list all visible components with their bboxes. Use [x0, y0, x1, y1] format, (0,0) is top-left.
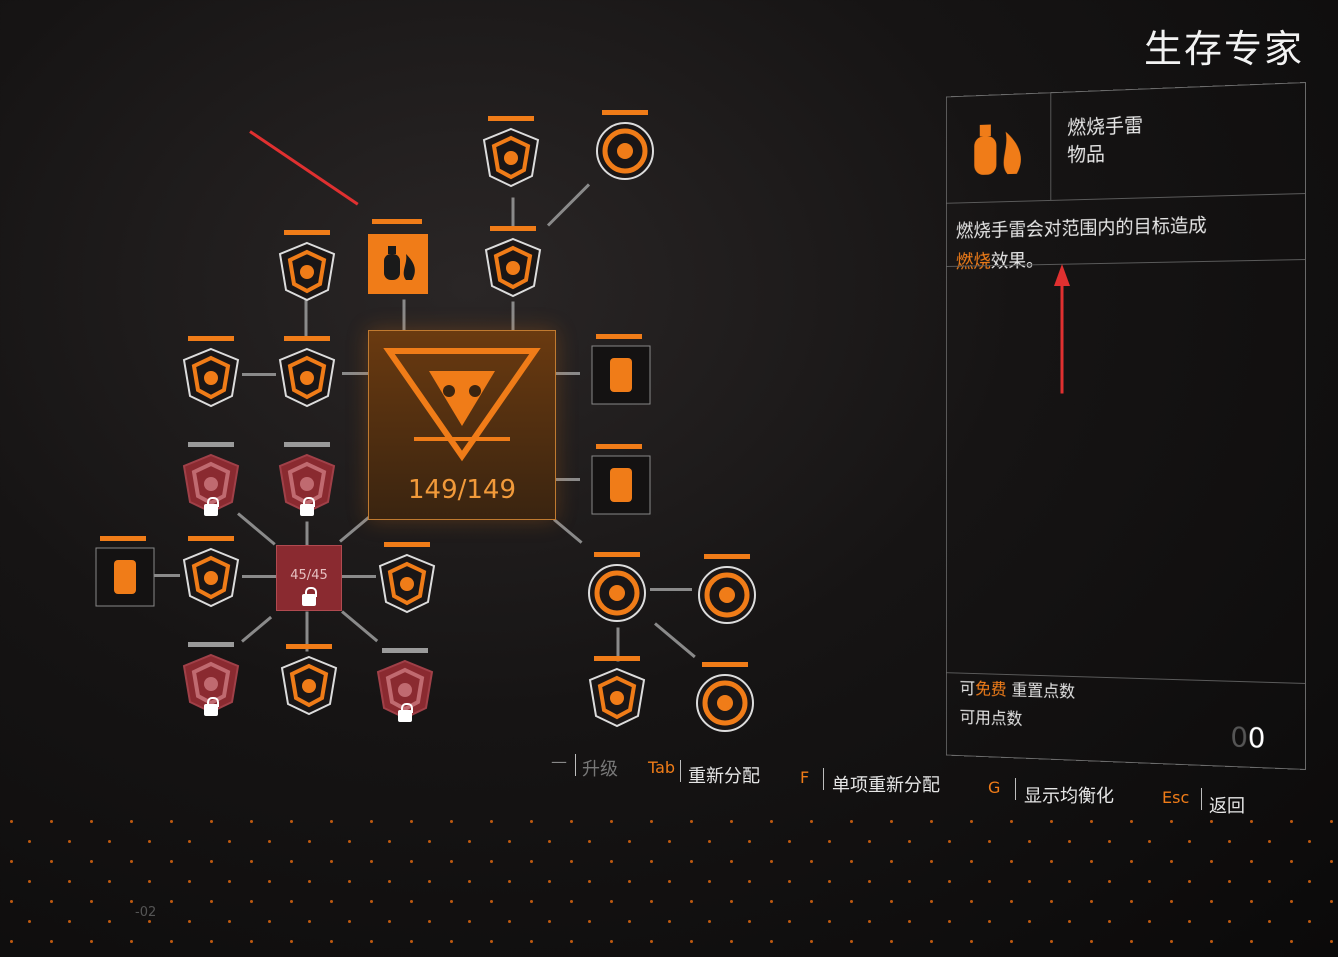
- node-locked-rifle-d[interactable]: [374, 658, 436, 722]
- lock-icon: [302, 587, 317, 606]
- minimap-marker: -02: [135, 905, 157, 920]
- node-shield[interactable]: [586, 562, 648, 624]
- upgrade-button[interactable]: 升级: [582, 759, 618, 780]
- panel-item-icon: [946, 93, 1052, 203]
- upgrade-key: —: [551, 752, 567, 771]
- balance-button[interactable]: 显示均衡化: [1024, 786, 1114, 807]
- node-shotgun[interactable]: [278, 654, 340, 716]
- node-medic-shield[interactable]: [482, 236, 544, 298]
- item-name: 燃烧手雷: [1067, 113, 1144, 140]
- single-respec-button[interactable]: 单项重新分配: [832, 775, 940, 796]
- free-reset-label: 可免费 重置点数: [959, 679, 1076, 703]
- panel-header: 燃烧手雷 物品: [946, 83, 1306, 204]
- single-respec-key: F: [800, 768, 810, 787]
- node-ammo-bundle[interactable]: [180, 346, 242, 408]
- available-points-label: 可用点数: [959, 708, 1023, 730]
- back-button[interactable]: 返回: [1209, 796, 1245, 817]
- node-cobra[interactable]: [276, 240, 338, 302]
- node-heal-pulse[interactable]: [590, 344, 652, 406]
- grenade-fire-icon: [974, 124, 1021, 176]
- skill-info-panel: 燃烧手雷 物品 燃烧手雷会对范围内的目标造成 燃烧效果。 可免费 重置点数 可用…: [945, 82, 1306, 770]
- node-locked-rifle-b[interactable]: [276, 452, 338, 516]
- page-title: 生存专家: [1143, 27, 1304, 71]
- description-highlight: 燃烧: [955, 250, 991, 273]
- node-star-badge[interactable]: [586, 666, 648, 728]
- balance-key: G: [988, 778, 1001, 797]
- lock-icon: [300, 497, 315, 516]
- lock-icon: [398, 703, 413, 722]
- item-type: 物品: [1067, 141, 1105, 167]
- lock-icon: [204, 697, 219, 716]
- respec-key: Tab: [648, 758, 676, 777]
- node-mask[interactable]: [694, 672, 756, 734]
- node-figure[interactable]: [590, 454, 652, 516]
- skill-points-count: 149/149: [407, 475, 516, 505]
- node-magazine[interactable]: [94, 546, 156, 608]
- specialization-core[interactable]: 149/149: [368, 330, 556, 520]
- lock-icon: [204, 497, 219, 516]
- node-rifle[interactable]: [180, 546, 242, 608]
- available-points-value: 00: [1230, 720, 1266, 755]
- raccoon-emblem-icon: [383, 348, 541, 462]
- respec-button[interactable]: 重新分配: [688, 766, 760, 787]
- locked-sub-hub[interactable]: 45/45: [276, 545, 342, 611]
- node-turret[interactable]: [696, 564, 758, 626]
- node-pistol[interactable]: [376, 552, 438, 614]
- node-blast[interactable]: [276, 346, 338, 408]
- sub-hub-count: 45/45: [290, 568, 328, 583]
- item-description: 燃烧手雷会对范围内的目标造成 燃烧效果。: [955, 214, 1207, 273]
- node-locked-rifle-c[interactable]: [180, 652, 242, 716]
- node-rank-badge[interactable]: [480, 126, 542, 188]
- grenade-fire-icon: [384, 246, 415, 280]
- node-medic-team[interactable]: [594, 120, 656, 182]
- node-locked-rifle-a[interactable]: [180, 452, 242, 516]
- incendiary-grenade-node[interactable]: [368, 234, 428, 294]
- back-key: Esc: [1162, 788, 1190, 807]
